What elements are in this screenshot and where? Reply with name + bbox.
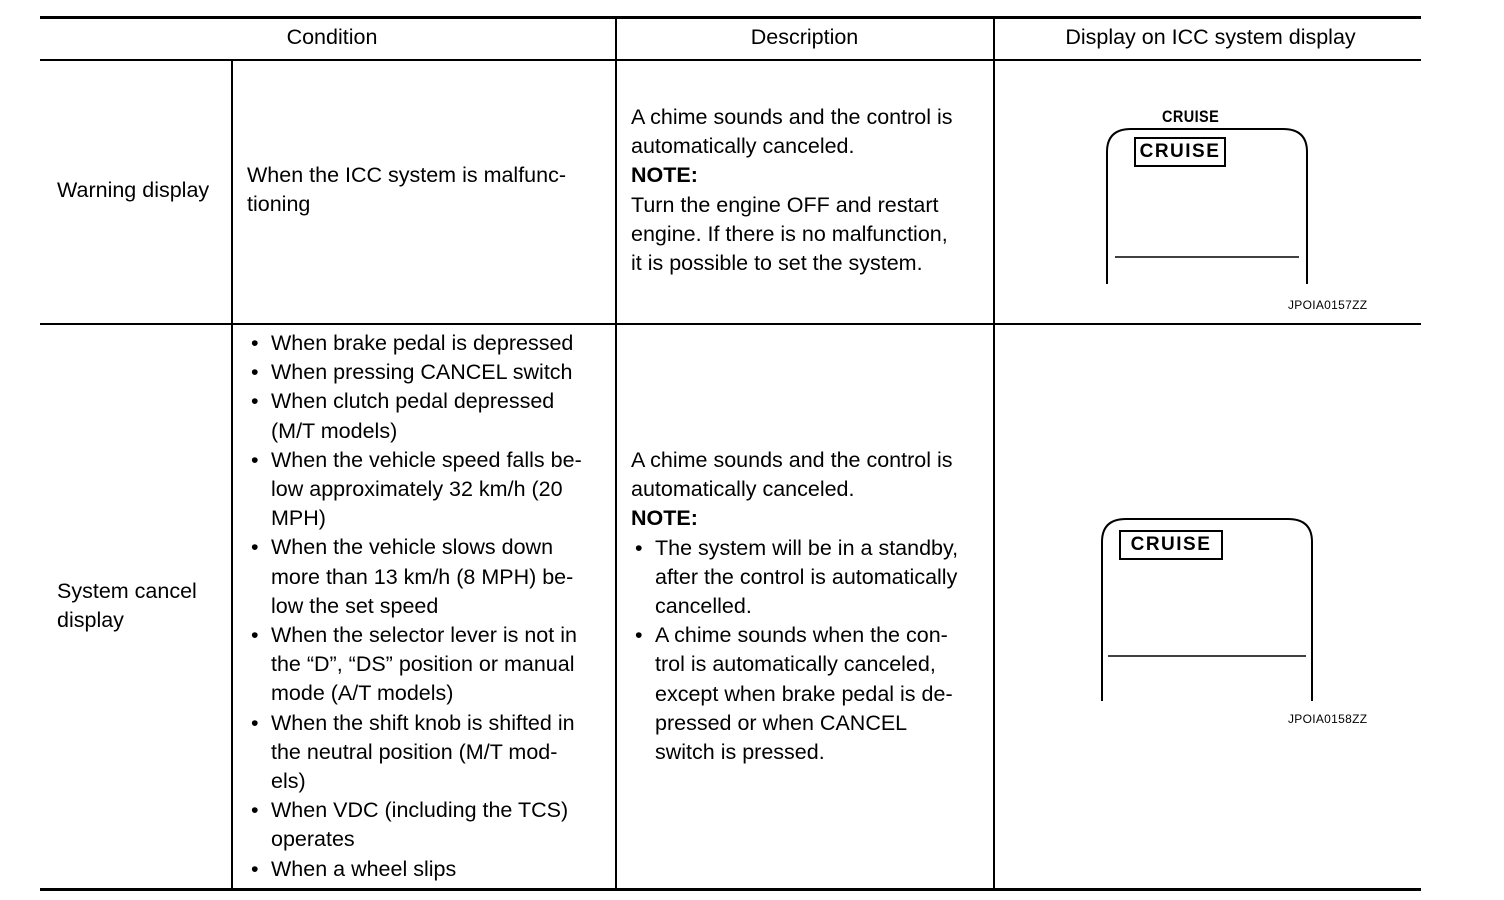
list-item: When the vehicle speed falls be-low appr… [247, 446, 582, 534]
list-item: When brake pedal is depressed [247, 329, 582, 358]
cruise-badge: CRUISE [1134, 137, 1226, 167]
description-line: automatically canceled. [631, 134, 855, 159]
table-top-rule [40, 16, 1421, 19]
condition-line: When the ICC system is malfunc- [247, 163, 567, 187]
header-condition: Condition [286, 25, 378, 49]
description-line: Turn the engine OFF and restart [631, 192, 939, 217]
condition-list: When brake pedal is depressed When press… [247, 329, 582, 884]
description-text: A chime sounds and the control is automa… [631, 103, 953, 278]
note-list: The system will be in a standby,after th… [631, 534, 958, 768]
list-item: When pressing CANCEL switch [247, 358, 582, 387]
display-frame [1106, 128, 1308, 284]
header-bottom-rule [40, 59, 1421, 61]
list-item: The system will be in a standby,after th… [631, 534, 958, 622]
list-item: When a wheel slips [247, 855, 582, 884]
description-line: A chime sounds and the control is [631, 448, 953, 472]
description-line: automatically canceled. [631, 477, 855, 502]
icc-display-warning: CRUISE CRUISE [1095, 100, 1325, 290]
table-bottom-rule [40, 888, 1421, 891]
list-item: A chime sounds when the con-trol is auto… [631, 621, 958, 767]
header-display: Display on ICC system display [1065, 25, 1356, 49]
row-label-warning-display: Warning display [57, 178, 210, 202]
list-item: When clutch pedal depressed(M/T models) [247, 387, 582, 445]
note-label: NOTE: [631, 163, 698, 188]
condition-line: tioning [247, 192, 311, 217]
column-divider-condition [615, 19, 617, 889]
row-label-line: display [57, 608, 124, 633]
column-divider-label [231, 61, 233, 889]
description-line: engine. If there is no malfunction, [631, 221, 948, 246]
icc-display-cancel: CRUISE [1090, 510, 1330, 710]
header-description: Description [750, 25, 859, 49]
note-label: NOTE: [631, 506, 698, 531]
column-divider-description [993, 19, 995, 889]
image-caption: JPOIA0158ZZ [1288, 712, 1368, 726]
row-label-line: System cancel [57, 579, 197, 603]
image-caption: JPOIA0157ZZ [1288, 298, 1368, 312]
cruise-badge: CRUISE [1119, 530, 1223, 560]
row-divider [40, 323, 1421, 325]
list-item: When VDC (including the TCS)operates [247, 796, 582, 854]
description-line: it is possible to set the system. [631, 251, 923, 276]
description-line: A chime sounds and the control is [631, 105, 953, 129]
cruise-indicator-text: CRUISE [1162, 107, 1220, 126]
row-label-system-cancel-display: System cancel display [57, 577, 197, 635]
display-frame [1101, 518, 1313, 701]
condition-text: When the ICC system is malfunc- tioning [247, 161, 566, 219]
description-text: A chime sounds and the control is automa… [631, 446, 958, 767]
